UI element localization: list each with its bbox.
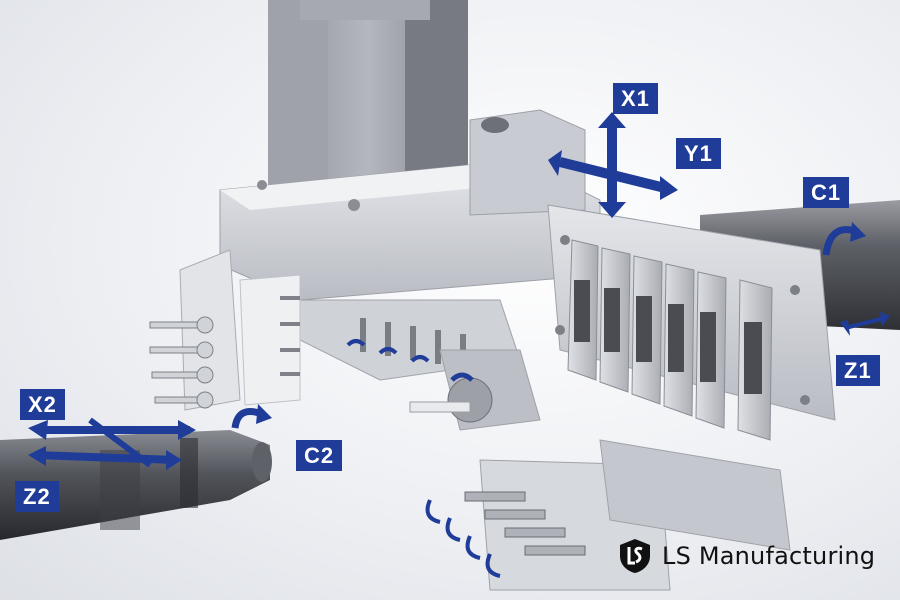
cutting-tools	[567, 239, 773, 441]
cutting-tool	[737, 279, 773, 441]
z1-arrow	[844, 316, 886, 330]
cutting-tool	[631, 255, 663, 405]
x2-z2-cross-arrow	[28, 417, 196, 470]
motion-arrows	[28, 112, 890, 578]
cutting-tool	[695, 271, 727, 429]
axis-label-z2: Z2	[15, 481, 59, 512]
axis-label-x2: X2	[20, 389, 65, 420]
brand-name: LS Manufacturing	[662, 542, 876, 570]
x1-y1-cross-arrow	[548, 112, 678, 218]
axis-label-z1: Z1	[836, 355, 880, 386]
ls-shield-logo-icon	[620, 539, 650, 573]
axis-label-c2: C2	[296, 440, 343, 471]
left-pin-plate	[149, 249, 301, 411]
cutting-tool	[567, 239, 599, 381]
top-bracket	[469, 109, 586, 216]
axis-label-c1: C1	[803, 177, 850, 208]
guide-bushing	[409, 349, 541, 431]
cutting-tool	[663, 263, 695, 417]
brand-logo: LS Manufacturing	[618, 538, 875, 574]
cutting-tool	[599, 247, 631, 393]
axis-label-y1: Y1	[676, 138, 721, 169]
axis-label-x1: X1	[613, 83, 658, 114]
